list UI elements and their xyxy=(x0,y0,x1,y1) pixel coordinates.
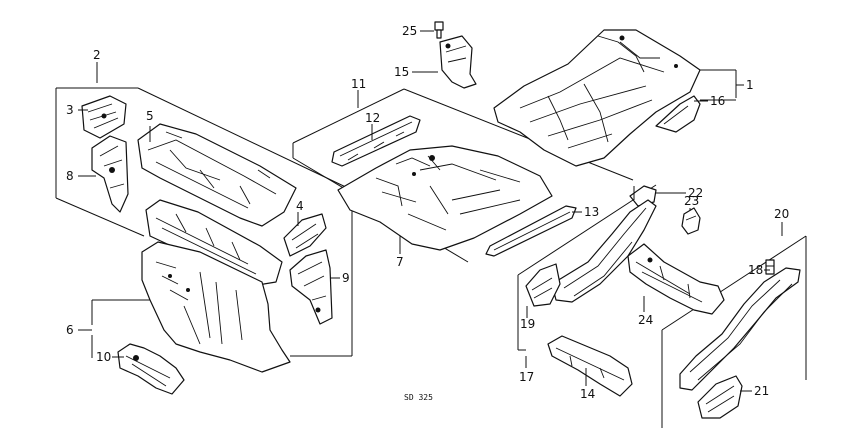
callout-15: 15 xyxy=(394,65,409,79)
part-4-bracket xyxy=(283,213,327,257)
callout-21: 21 xyxy=(754,384,769,398)
part-6-bulkhead xyxy=(141,241,291,373)
part-1-rear-floor xyxy=(493,29,701,167)
callout-17: 17 xyxy=(519,370,534,384)
part-21-bracket xyxy=(697,375,743,419)
part-14-cross-member xyxy=(547,335,633,397)
diagram-code: SD 325 xyxy=(404,393,433,402)
group-2-outline xyxy=(55,62,353,357)
part-12-cross-member xyxy=(331,115,421,167)
part-20-rear-frame-right xyxy=(679,267,801,391)
part-16-bracket xyxy=(655,95,701,133)
part-23-bracket xyxy=(681,207,701,235)
callout-20: 20 xyxy=(774,207,789,221)
part-3-bracket xyxy=(81,95,127,139)
callout-11: 11 xyxy=(351,77,366,91)
callout-14: 14 xyxy=(580,387,595,401)
callout-19: 19 xyxy=(520,317,535,331)
callout-18: 18 xyxy=(748,263,763,277)
callout-8: 8 xyxy=(66,169,74,183)
callout-3: 3 xyxy=(66,103,74,117)
callout-2: 2 xyxy=(93,48,101,62)
part-10-bracket xyxy=(117,343,185,395)
callout-10: 10 xyxy=(96,350,111,364)
callout-9: 9 xyxy=(342,271,350,285)
callout-22: 22 xyxy=(688,186,703,200)
part-8-bracket xyxy=(91,135,129,213)
callout-7: 7 xyxy=(396,255,404,269)
part-25-bolt xyxy=(434,21,444,39)
callout-23: 23 xyxy=(684,194,699,208)
part-13-sill-rail xyxy=(485,205,577,257)
part-5-cowl-panel xyxy=(137,123,297,227)
callout-13: 13 xyxy=(584,205,599,219)
part-18-clip xyxy=(765,259,775,275)
group-1-outline xyxy=(700,69,744,101)
part-24-rear-frame-member xyxy=(627,243,725,315)
callout-1: 1 xyxy=(746,78,754,92)
callout-4: 4 xyxy=(296,199,304,213)
callout-leaders xyxy=(78,30,770,392)
callout-16: 16 xyxy=(710,94,725,108)
part-19-bracket xyxy=(525,263,561,307)
callout-6: 6 xyxy=(66,323,74,337)
callout-24: 24 xyxy=(638,313,653,327)
callout-12: 12 xyxy=(365,111,380,125)
part-9-side-panel xyxy=(289,249,333,325)
part-7-floor-pan xyxy=(337,145,553,251)
part-15-mount-bracket xyxy=(439,35,477,89)
callout-5: 5 xyxy=(146,109,154,123)
group-20-outline xyxy=(661,222,807,428)
callout-25: 25 xyxy=(402,24,417,38)
part-17-rear-frame-left xyxy=(551,199,657,303)
